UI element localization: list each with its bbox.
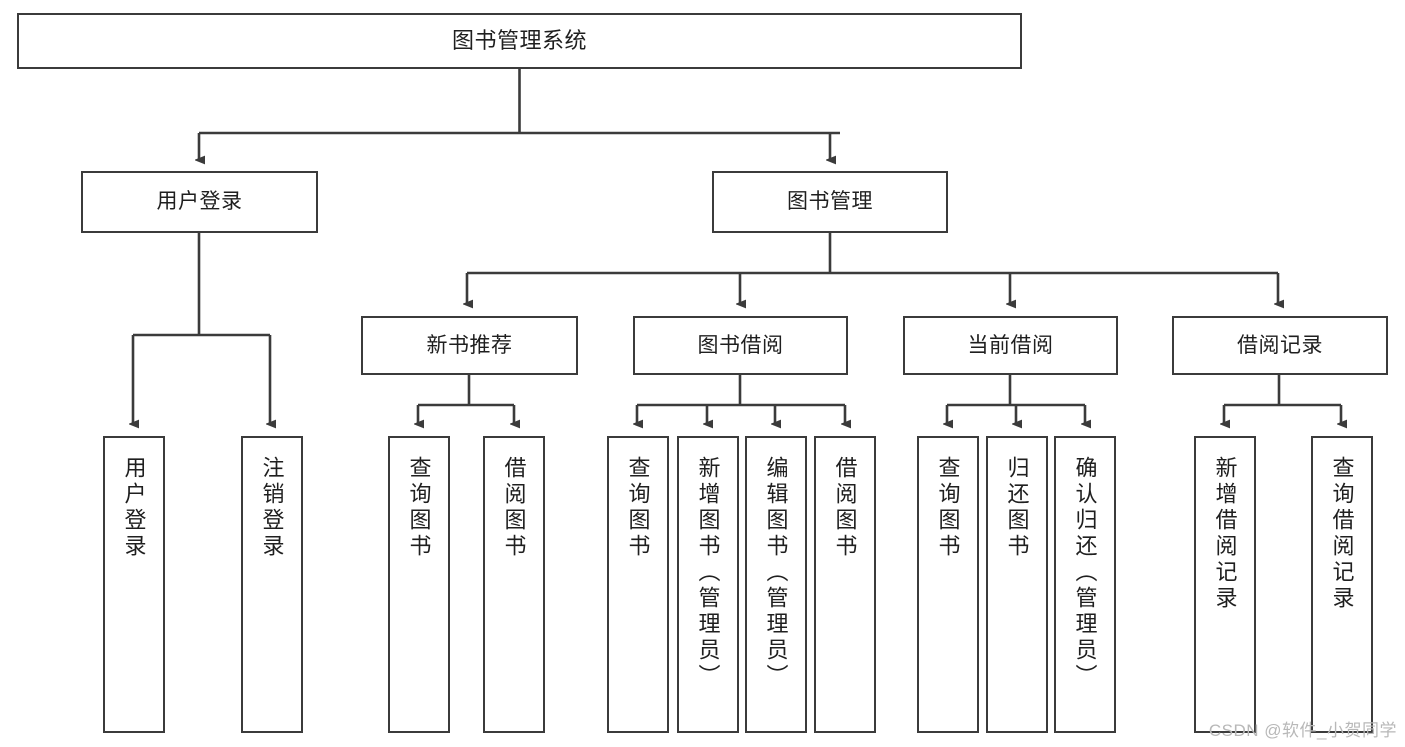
node-label: 图书借阅 xyxy=(697,333,784,357)
node-label: 查询图书 xyxy=(935,456,961,560)
node-label: 借阅图书 xyxy=(501,456,527,560)
node-label: 借阅图书 xyxy=(832,456,858,560)
node-leaf-user-logout[interactable]: 注销登录 xyxy=(241,436,303,733)
node-leaf-add-record[interactable]: 新增借阅记录 xyxy=(1194,436,1256,733)
node-leaf-add-book[interactable]: 新增图书（管理员） xyxy=(677,436,739,733)
node-label: 新书推荐 xyxy=(426,333,513,357)
node-book-borrow[interactable]: 图书借阅 xyxy=(633,316,848,375)
node-label: 注销登录 xyxy=(259,456,285,560)
node-label: 新增借阅记录 xyxy=(1212,456,1238,612)
node-label: 借阅记录 xyxy=(1237,333,1323,357)
node-current-borrow[interactable]: 当前借阅 xyxy=(903,316,1118,375)
node-new-book-recommend[interactable]: 新书推荐 xyxy=(361,316,578,375)
node-label: 确认归还（管理员） xyxy=(1072,456,1098,690)
node-leaf-query-record[interactable]: 查询借阅记录 xyxy=(1311,436,1373,733)
node-label: 用户登录 xyxy=(156,190,243,214)
node-leaf-edit-book[interactable]: 编辑图书（管理员） xyxy=(745,436,807,733)
node-book-management[interactable]: 图书管理 xyxy=(712,171,948,233)
node-label: 编辑图书（管理员） xyxy=(763,456,789,690)
node-leaf-borrow-book-2[interactable]: 借阅图书 xyxy=(814,436,876,733)
node-root-book-management-system[interactable]: 图书管理系统 xyxy=(17,13,1022,69)
node-label: 查询图书 xyxy=(406,456,432,560)
node-leaf-query-book-1[interactable]: 查询图书 xyxy=(388,436,450,733)
node-leaf-query-book-2[interactable]: 查询图书 xyxy=(607,436,669,733)
node-leaf-user-login[interactable]: 用户登录 xyxy=(103,436,165,733)
node-leaf-confirm-return[interactable]: 确认归还（管理员） xyxy=(1054,436,1116,733)
csdn-watermark: CSDN @软件_小贺同学 xyxy=(1208,721,1397,740)
node-label: 查询借阅记录 xyxy=(1329,456,1355,612)
node-label: 查询图书 xyxy=(625,456,651,560)
node-label: 新增图书（管理员） xyxy=(695,456,721,690)
node-label: 图书管理 xyxy=(787,190,873,214)
node-label: 图书管理系统 xyxy=(451,27,587,53)
node-borrow-record[interactable]: 借阅记录 xyxy=(1172,316,1388,375)
node-leaf-borrow-book-1[interactable]: 借阅图书 xyxy=(483,436,545,733)
node-leaf-return-book[interactable]: 归还图书 xyxy=(986,436,1048,733)
node-label: 归还图书 xyxy=(1004,456,1030,560)
node-leaf-query-book-3[interactable]: 查询图书 xyxy=(917,436,979,733)
node-user-login[interactable]: 用户登录 xyxy=(81,171,318,233)
node-label: 当前借阅 xyxy=(967,333,1054,357)
node-label: 用户登录 xyxy=(121,456,147,560)
